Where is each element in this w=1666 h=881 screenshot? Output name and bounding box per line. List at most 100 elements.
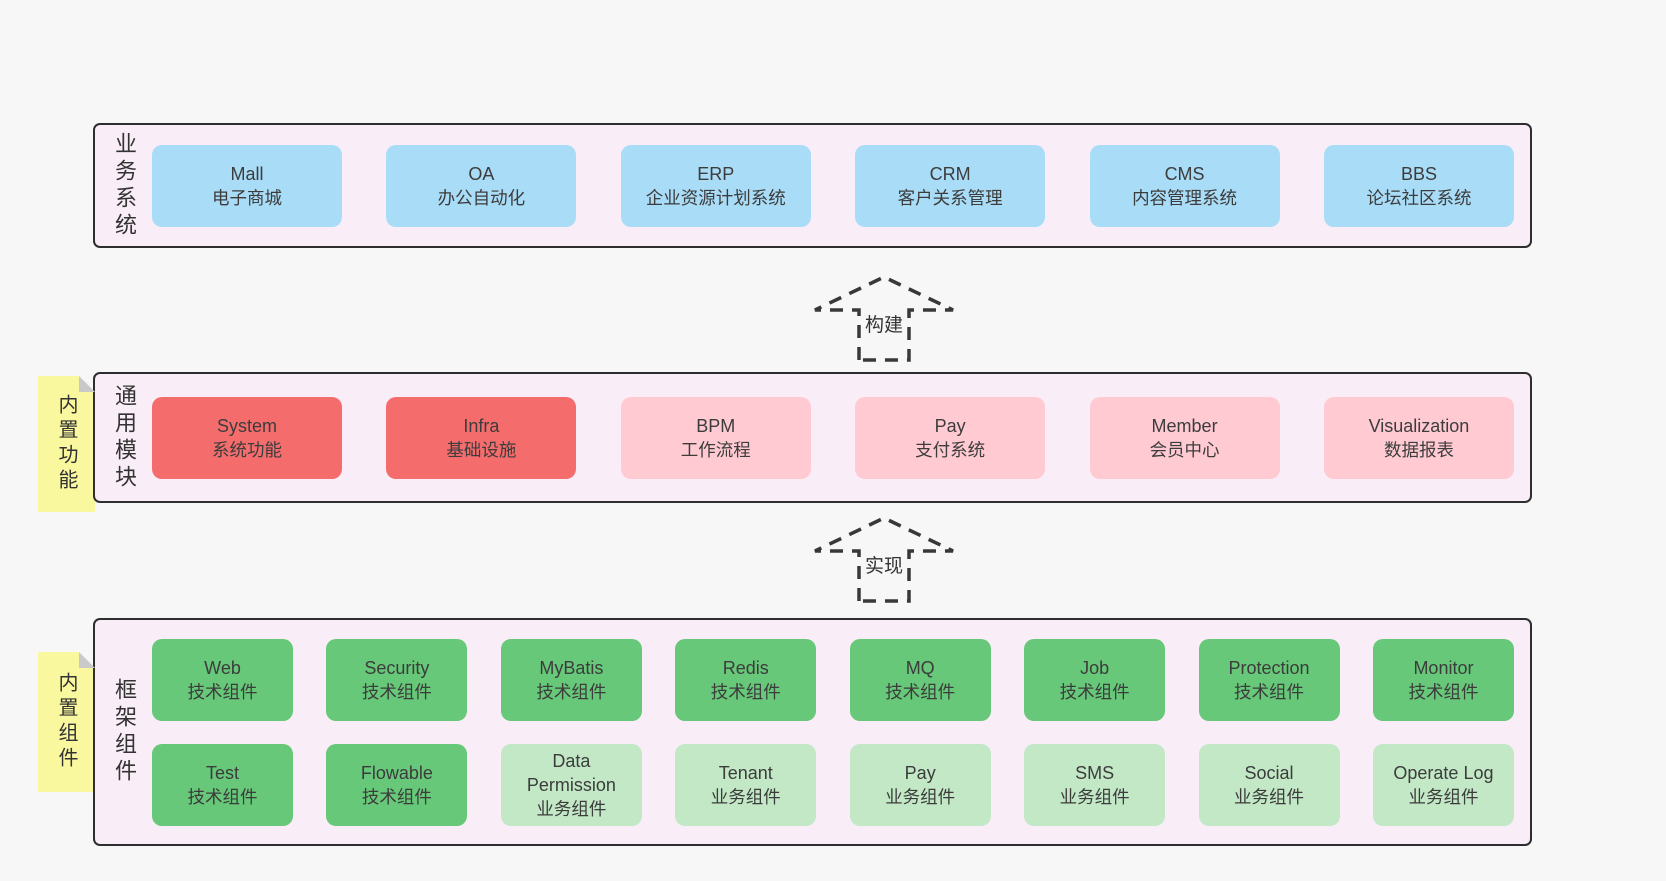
- box-crm: CRM 客户关系管理: [855, 144, 1046, 227]
- box-test: Test 技术组件: [152, 743, 293, 826]
- box-subtitle: 数据报表: [1383, 439, 1454, 460]
- box-title: Pay: [904, 762, 936, 783]
- box-title: Social: [1244, 762, 1294, 783]
- box-operate-log: Operate Log 业务组件: [1372, 743, 1514, 826]
- folded-corner-icon: [79, 652, 95, 668]
- box-subtitle: 论坛社区系统: [1366, 187, 1472, 208]
- box-job: Job 技术组件: [1024, 638, 1166, 721]
- box-title: Tenant: [718, 762, 773, 783]
- box-bbs: BBS 论坛社区系统: [1323, 144, 1514, 227]
- section-common-modules: 通用模块 System 系统功能 Infra 基础设施 BPM 工作流程 Pay…: [93, 372, 1532, 503]
- box-subtitle: 办公自动化: [437, 187, 526, 208]
- framework-row-tech: Web 技术组件 Security 技术组件 MyBatis 技术组件 Redi…: [140, 638, 1530, 721]
- box-oa: OA 办公自动化: [386, 144, 577, 227]
- box-pay-business: Pay 业务组件: [849, 743, 991, 826]
- section-business-systems: 业务系统 Mall 电子商城 OA 办公自动化 ERP 企业资源计划系统 CRM…: [93, 123, 1532, 248]
- section-framework-components: 框架组件 Web 技术组件 Security 技术组件 MyBatis 技术组件…: [93, 618, 1532, 846]
- dashed-up-arrow-icon: [814, 275, 954, 362]
- box-title: Data Permission: [526, 750, 616, 795]
- box-system: System 系统功能: [152, 396, 342, 479]
- sticky-tag-built-in-features: 内置功能: [38, 376, 95, 512]
- box-social: Social 业务组件: [1198, 743, 1340, 826]
- box-subtitle: 技术组件: [885, 681, 956, 702]
- box-subtitle: 企业资源计划系统: [645, 187, 786, 208]
- box-web: Web 技术组件: [152, 638, 293, 721]
- box-subtitle: 基础设施: [446, 439, 517, 460]
- box-title: System: [216, 415, 277, 436]
- box-subtitle: 业务组件: [1234, 786, 1305, 807]
- box-mall: Mall 电子商城: [152, 144, 342, 227]
- box-subtitle: 业务组件: [536, 798, 607, 819]
- box-subtitle: 技术组件: [710, 681, 781, 702]
- box-subtitle: 技术组件: [536, 681, 607, 702]
- box-title: Security: [364, 657, 430, 678]
- box-protection: Protection 技术组件: [1198, 638, 1340, 721]
- business-boxes-row: Mall 电子商城 OA 办公自动化 ERP 企业资源计划系统 CRM 客户关系…: [140, 144, 1530, 227]
- arrow-implement: 实现: [809, 515, 959, 604]
- box-title: Monitor: [1413, 657, 1474, 678]
- box-title: Job: [1080, 657, 1110, 678]
- sticky-tag-built-in-components: 内置组件: [38, 652, 95, 792]
- section-framework-components-label: 框架组件: [112, 678, 137, 786]
- box-title: Flowable: [360, 762, 433, 783]
- box-title: MyBatis: [539, 657, 604, 678]
- arrow-implement-label: 实现: [861, 551, 907, 578]
- box-subtitle: 会员中心: [1149, 439, 1220, 460]
- box-title: SMS: [1075, 762, 1115, 783]
- sticky-tag-label: 内置组件: [55, 672, 77, 772]
- box-monitor: Monitor 技术组件: [1372, 638, 1514, 721]
- box-title: BBS: [1400, 163, 1437, 184]
- box-subtitle: 电子商城: [212, 187, 282, 208]
- box-title: Visualization: [1368, 415, 1470, 436]
- box-subtitle: 技术组件: [1059, 681, 1130, 702]
- box-title: Redis: [722, 657, 769, 678]
- box-infra: Infra 基础设施: [386, 396, 577, 479]
- box-subtitle: 业务组件: [885, 786, 956, 807]
- box-bpm: BPM 工作流程: [620, 396, 811, 479]
- box-redis: Redis 技术组件: [675, 638, 817, 721]
- box-subtitle: 技术组件: [1234, 681, 1305, 702]
- modules-boxes-row: System 系统功能 Infra 基础设施 BPM 工作流程 Pay 支付系统…: [140, 396, 1530, 479]
- box-flowable: Flowable 技术组件: [326, 743, 468, 826]
- box-cms: CMS 内容管理系统: [1089, 144, 1280, 227]
- box-sms: SMS 业务组件: [1024, 743, 1166, 826]
- box-security: Security 技术组件: [326, 638, 468, 721]
- box-title: CMS: [1164, 163, 1205, 184]
- box-title: Web: [204, 657, 241, 678]
- box-member: Member 会员中心: [1089, 396, 1280, 479]
- box-subtitle: 支付系统: [915, 439, 986, 460]
- box-subtitle: 客户关系管理: [897, 187, 1003, 208]
- box-title: Pay: [934, 415, 966, 436]
- section-business-systems-label: 业务系统: [112, 131, 137, 240]
- section-common-modules-label: 通用模块: [112, 383, 137, 492]
- box-title: Protection: [1228, 657, 1310, 678]
- box-subtitle: 业务组件: [1059, 786, 1130, 807]
- box-subtitle: 内容管理系统: [1132, 187, 1238, 208]
- box-title: BPM: [696, 415, 736, 436]
- sticky-tag-label: 内置功能: [55, 394, 77, 494]
- box-subtitle: 技术组件: [361, 786, 432, 807]
- framework-rows: Web 技术组件 Security 技术组件 MyBatis 技术组件 Redi…: [140, 638, 1530, 826]
- box-erp: ERP 企业资源计划系统: [620, 144, 811, 227]
- box-pay: Pay 支付系统: [855, 396, 1046, 479]
- box-title: CRM: [929, 163, 971, 184]
- folded-corner-icon: [79, 376, 95, 392]
- box-subtitle: 技术组件: [361, 681, 432, 702]
- box-visualization: Visualization 数据报表: [1323, 396, 1514, 479]
- box-mq: MQ 技术组件: [849, 638, 991, 721]
- box-title: OA: [468, 163, 495, 184]
- box-title: MQ: [905, 657, 935, 678]
- box-subtitle: 业务组件: [710, 786, 781, 807]
- arrow-build: 构建: [809, 274, 959, 363]
- framework-row-business: Test 技术组件 Flowable 技术组件 Data Permission …: [140, 743, 1530, 826]
- box-title: Infra: [463, 415, 500, 436]
- box-mybatis: MyBatis 技术组件: [500, 638, 642, 721]
- box-title: Mall: [230, 163, 264, 184]
- box-subtitle: 技术组件: [187, 681, 258, 702]
- box-title: ERP: [697, 163, 735, 184]
- box-subtitle: 技术组件: [1408, 681, 1479, 702]
- box-subtitle: 技术组件: [187, 786, 258, 807]
- box-data-permission: Data Permission 业务组件: [500, 743, 642, 826]
- dashed-up-arrow-icon: [814, 516, 954, 603]
